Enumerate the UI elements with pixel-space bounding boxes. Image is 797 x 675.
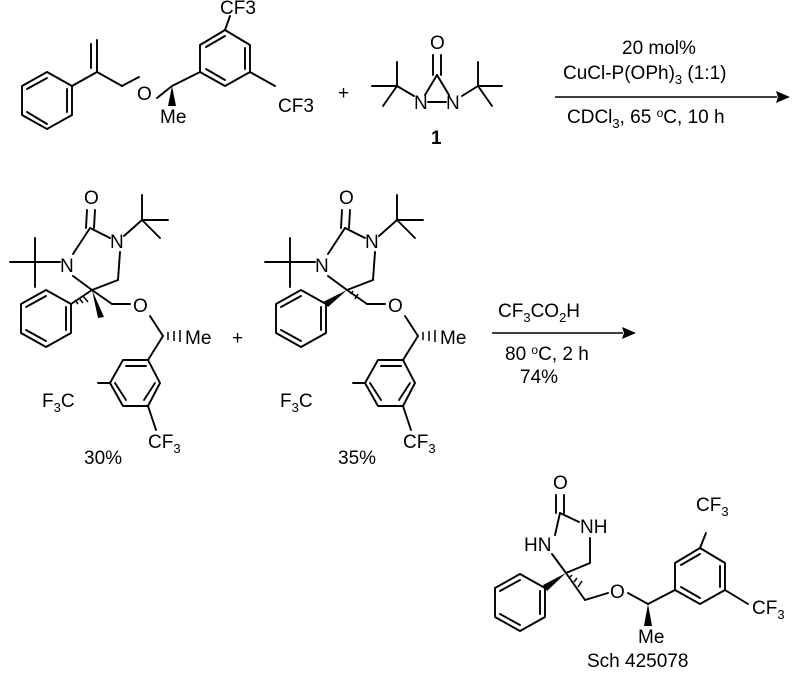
product-a-carbonyl-O: O	[84, 188, 99, 209]
final-NH-left: HN	[524, 535, 551, 556]
plus-sign-2: +	[232, 328, 243, 349]
substrate-cf3-top: CF3	[220, 0, 256, 19]
product-b: O N N O	[264, 188, 466, 469]
plus-sign-1: +	[338, 83, 349, 104]
product-a-ether-O: O	[133, 296, 148, 317]
final-Me: Me	[638, 627, 664, 648]
product-a-F3C: F3C	[42, 391, 75, 415]
product-a: O N N O	[9, 188, 211, 469]
final-NH-right: NH	[580, 517, 607, 538]
final-ether-O: O	[610, 582, 625, 603]
product-a-N-left: N	[60, 256, 74, 277]
final-CF3-top: CF3	[696, 495, 729, 519]
final-phenyl	[494, 573, 546, 632]
product-a-Me: Me	[185, 328, 211, 349]
reaction-arrow-1: 20 mol% CuCl-P(OPh)3 (1:1) CDCl3, 65 oC,…	[555, 38, 790, 131]
product-a-aryl	[109, 359, 161, 407]
reaction2-reagent: CF3CO2H	[498, 301, 580, 325]
product-b-ether-O: O	[388, 296, 403, 317]
bis-cf3-aryl-ring	[199, 29, 251, 87]
product-b-aryl	[364, 359, 416, 407]
substrate-cf3-right: CF3	[278, 96, 314, 117]
reagent-N-left: N	[414, 93, 428, 114]
product-b-Me: Me	[440, 328, 466, 349]
final-product-sch-425078: O NH HN O Me	[494, 473, 785, 672]
final-product-name: Sch 425078	[587, 651, 688, 672]
product-b-N-left: N	[315, 256, 329, 277]
substrate-ether-O: O	[137, 84, 152, 105]
catalyst: CuCl-P(OPh)3 (1:1)	[563, 63, 727, 87]
reagent-compound-number: 1	[431, 128, 442, 149]
reaction-arrow-2: CF3CO2H 80 oC, 2 h 74%	[492, 301, 636, 388]
final-CF3-right: CF3	[752, 598, 785, 622]
reagent-di-tert-butyldiaziridinone: O N N 1	[371, 33, 503, 149]
product-b-CF3: CF3	[403, 432, 436, 456]
product-b-F3C: F3C	[280, 391, 313, 415]
product-b-phenyl	[275, 289, 327, 348]
final-aryl	[674, 547, 726, 605]
reaction2-yield: 74%	[520, 367, 558, 388]
product-a-CF3: CF3	[148, 432, 181, 456]
reagent-carbonyl-O: O	[430, 33, 445, 54]
substrate-allyl-ether: O Me CF3 CF3	[21, 0, 314, 130]
catalyst-loading: 20 mol%	[622, 38, 696, 59]
final-carbonyl-O: O	[553, 473, 568, 494]
product-a-phenyl	[20, 289, 72, 348]
reaction2-conditions: 80 oC, 2 h	[505, 343, 589, 365]
substrate-Me: Me	[160, 107, 186, 128]
reagent-N-right: N	[446, 93, 460, 114]
phenyl-ring	[21, 71, 73, 130]
product-a-yield: 30%	[84, 448, 122, 469]
product-b-yield: 35%	[338, 448, 376, 469]
product-b-N-right: N	[365, 232, 379, 253]
product-b-carbonyl-O: O	[339, 188, 354, 209]
product-a-N-right: N	[110, 232, 124, 253]
reaction1-conditions: CDCl3, 65 oC, 10 h	[567, 106, 725, 131]
